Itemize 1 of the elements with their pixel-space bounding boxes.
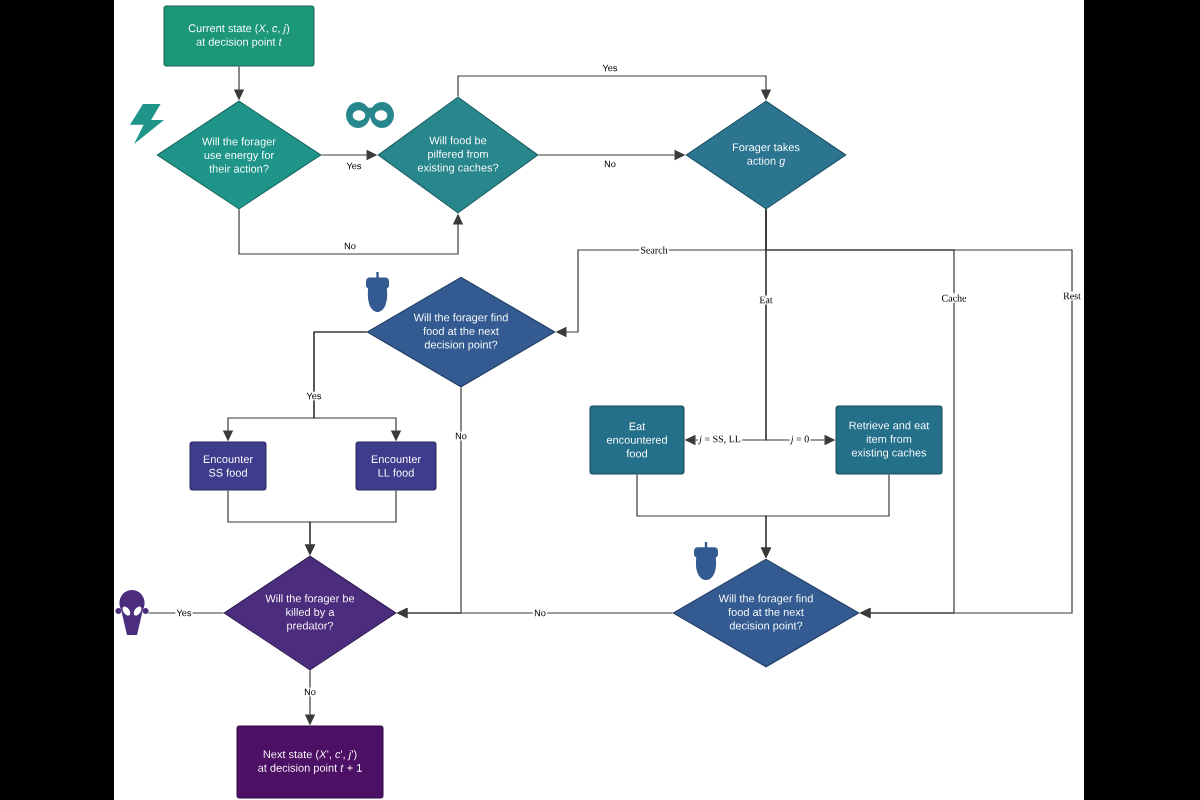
alien-head-icon (115, 590, 149, 635)
